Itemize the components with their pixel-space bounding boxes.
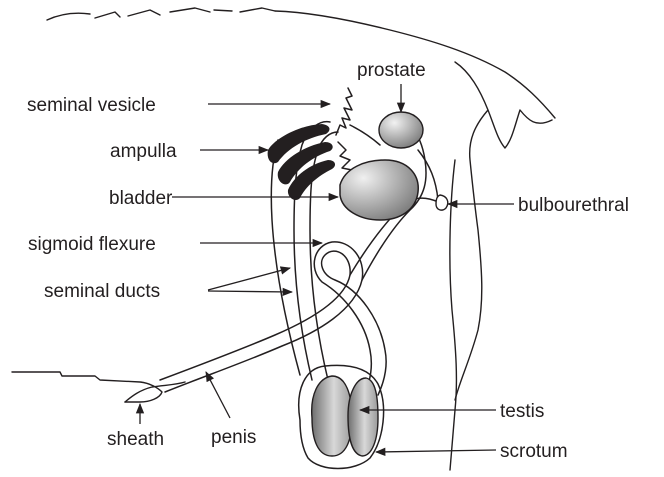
penis-lower-wall (165, 242, 371, 395)
pelvic-urethra (418, 150, 440, 205)
bulbourethral-gland (436, 195, 448, 210)
hindleg-outline (450, 160, 457, 470)
label-testis: testis (500, 401, 544, 422)
testis-right (348, 378, 378, 456)
pointer-scrotum (376, 450, 496, 452)
label-penis: penis (211, 427, 256, 448)
label-seminal-ducts: seminal ducts (44, 281, 160, 302)
label-bulbourethral: bulbourethral (518, 195, 629, 216)
label-prostate: prostate (357, 60, 426, 81)
pointer-penis (206, 372, 230, 418)
pointer-seminal-ducts-lower (208, 291, 292, 292)
scrotum-group (299, 365, 384, 468)
testis-left (312, 376, 352, 456)
seminal-vesicle-coil-upper (336, 88, 352, 135)
label-bladder: bladder (109, 188, 173, 209)
prostate (379, 112, 423, 148)
back-hair-line (47, 8, 275, 20)
label-sheath: sheath (107, 429, 164, 450)
label-ampulla: ampulla (110, 141, 177, 162)
pointer-seminal-ducts-upper (208, 268, 290, 290)
belly-line (12, 372, 162, 402)
seminal-vesicle-stem (350, 125, 380, 145)
label-sigmoid-flexure: sigmoid flexure (28, 234, 156, 255)
tail-outline (455, 62, 552, 400)
label-scrotum: scrotum (500, 441, 568, 462)
label-seminal-vesicle: seminal vesicle (27, 95, 156, 116)
bladder (340, 160, 418, 220)
ampulla (268, 124, 335, 200)
